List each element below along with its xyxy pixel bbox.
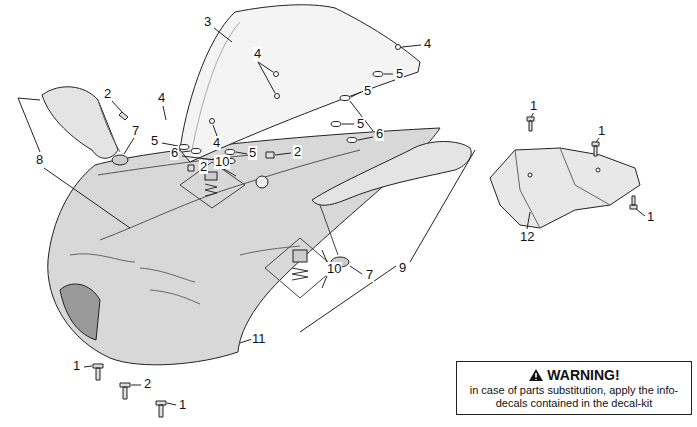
callout-number: 5 [395, 67, 404, 81]
callout-number: 1 [178, 398, 187, 412]
callout-number: 5 [363, 84, 372, 98]
callout-number: 9 [398, 261, 407, 275]
callout-number: 10 [214, 155, 230, 169]
callout-number: 2 [143, 377, 152, 391]
callout-number: 7 [131, 124, 140, 138]
callout-number: 5 [248, 146, 257, 160]
callout-number: 11 [251, 332, 267, 346]
callout-number: 10 [326, 262, 342, 276]
callout-number: 4 [212, 136, 221, 150]
callout-number: 5 [356, 117, 365, 131]
callout-number: 2 [103, 87, 112, 101]
warning-text: in case of parts substitution, apply the… [463, 384, 685, 410]
callout-number: 5 [150, 134, 159, 148]
warning-box: WARNING!in case of parts substitution, a… [456, 361, 692, 415]
callout-number: 4 [253, 47, 262, 61]
callout-number: 3 [203, 15, 212, 29]
callout-number: 1 [597, 124, 606, 138]
callout-number: 4 [423, 37, 432, 51]
callout-number: 6 [170, 146, 179, 160]
callout-number: 1 [646, 210, 655, 224]
callout-number: 4 [157, 91, 166, 105]
callout-number: 1 [72, 359, 81, 373]
callout-number: 7 [365, 268, 374, 282]
callout-number: 8 [35, 153, 44, 167]
callout-number: 6 [375, 127, 384, 141]
callout-number: 1 [529, 99, 538, 113]
warning-icon [528, 368, 544, 382]
callout-number: 2 [199, 160, 208, 174]
callout-number: 2 [293, 145, 302, 159]
callout-number: 12 [519, 230, 535, 244]
warning-heading: WARNING! [547, 367, 619, 383]
